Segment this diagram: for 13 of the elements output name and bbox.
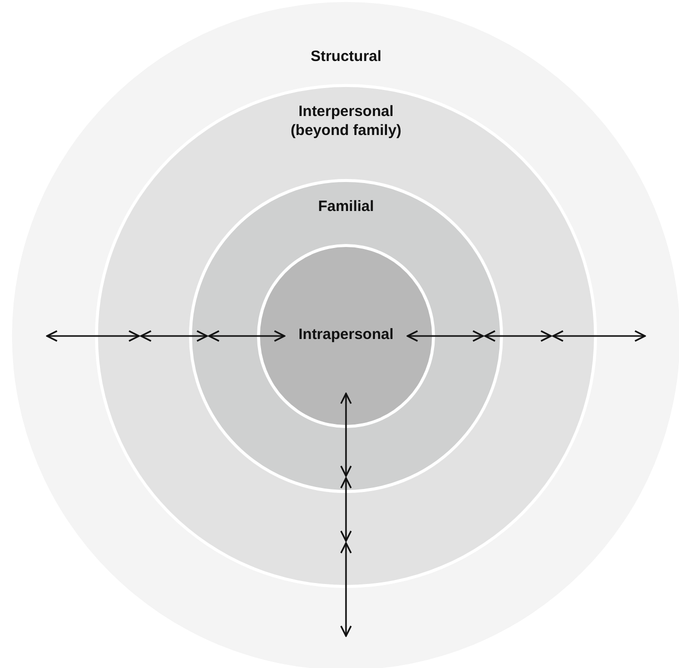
- double-arrow: [484, 330, 552, 342]
- double-arrow: [552, 330, 646, 342]
- ring-label: Intrapersonal: [298, 325, 394, 344]
- double-arrow: [340, 392, 352, 477]
- ring-label: Interpersonal (beyond family): [290, 102, 402, 140]
- double-arrow: [340, 477, 352, 542]
- double-arrow: [406, 330, 484, 342]
- double-arrow: [340, 542, 352, 637]
- ring-label: Familial: [318, 197, 374, 216]
- ring-label: Structural: [310, 47, 382, 66]
- double-arrow: [140, 330, 208, 342]
- double-arrow: [208, 330, 286, 342]
- double-arrow: [46, 330, 140, 342]
